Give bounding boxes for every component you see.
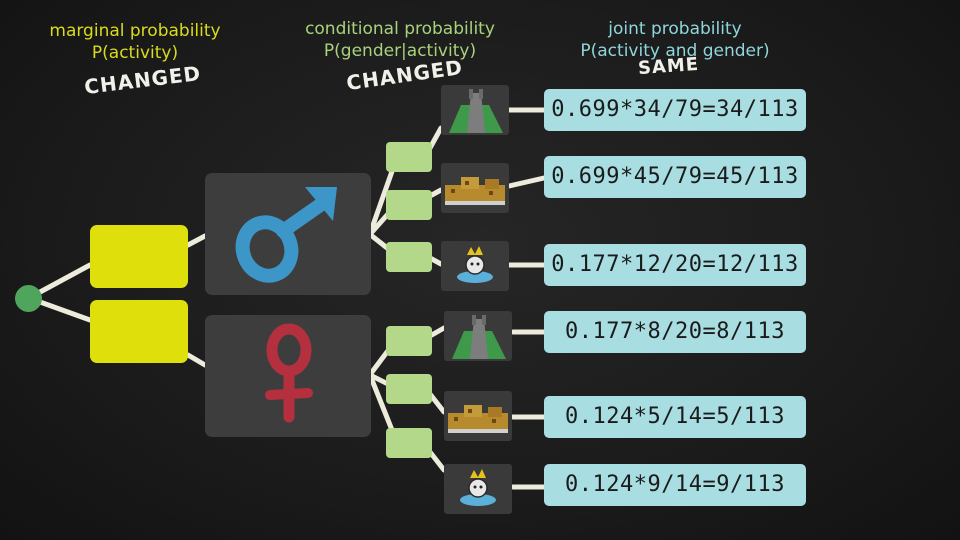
joint-formula: P(activity and gender) [580,41,770,61]
joint-box: 0.177*12/20=12/113 [544,244,806,286]
root-node [15,285,42,312]
branch [185,352,208,368]
joint-box: 0.124*9/14=9/113 [544,464,806,506]
branch [427,325,447,339]
branch [427,391,447,415]
activity-box [444,391,512,441]
joint-box: 0.177*8/20=8/113 [544,311,806,353]
male-symbol-icon [235,187,337,283]
conditional-box [386,242,432,272]
conditional-formula: P(gender|activity) [323,41,477,61]
conditional-box [386,190,432,220]
city-icon [448,405,508,433]
branch [185,233,208,248]
swimmer-icon [460,469,496,506]
activity-box [441,85,509,135]
activity-box [444,311,512,361]
marginal-box-male [90,225,188,288]
activity-box [441,241,509,291]
female-symbol-icon [265,323,313,423]
branch [427,449,447,473]
conditional-title: conditional probability [305,19,495,39]
joint-box: 0.699*34/79=34/113 [544,89,806,131]
gender-box-male [205,173,371,295]
marginal-formula: P(activity) [91,43,179,63]
road-icon [452,315,506,359]
marginal-header: marginal probability P(activity) [30,20,240,64]
branch [506,175,547,189]
activity-box [441,163,509,213]
swimmer-icon [457,246,493,283]
road-icon [449,89,503,133]
conditional-box [386,142,432,172]
joint-status: SAME [637,53,700,80]
gender-box-female [205,315,371,437]
marginal-title: marginal probability [49,21,221,41]
city-icon [445,177,505,205]
joint-box: 0.124*5/14=5/113 [544,396,806,438]
marginal-box-female [90,300,188,363]
conditional-box [386,428,432,458]
conditional-box [386,374,432,404]
joint-box: 0.699*45/79=45/113 [544,156,806,198]
joint-title: joint probability [608,19,742,39]
activity-box [444,464,512,514]
joint-header: joint probability P(activity and gender) [550,18,800,62]
conditional-box [386,326,432,356]
conditional-header: conditional probability P(gender|activit… [280,18,520,62]
